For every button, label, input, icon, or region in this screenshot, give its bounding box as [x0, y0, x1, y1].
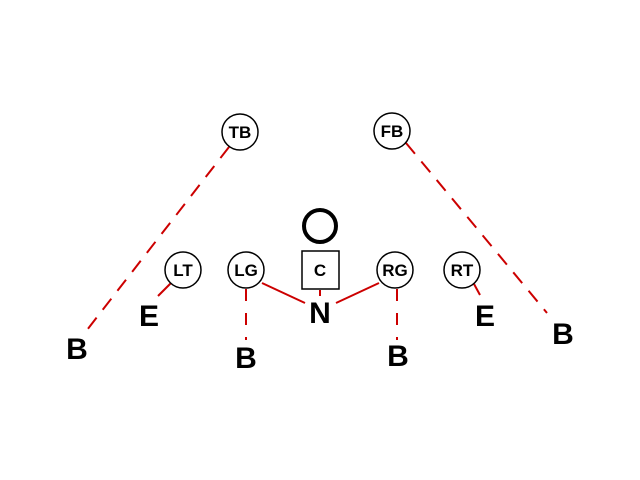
left-inside-back-label: B	[235, 342, 257, 375]
tb-to-left-back-line	[86, 146, 230, 331]
center-square	[301, 250, 340, 290]
lt-to-left-end-line	[157, 282, 172, 297]
right-tackle-label: RT	[451, 261, 474, 280]
fullback-player: FB	[373, 112, 411, 150]
right-tackle-player: RT	[443, 251, 481, 289]
right-outside-back-label: B	[552, 318, 574, 351]
right-tackle-circle	[443, 251, 481, 289]
fb-to-right-back-line	[405, 142, 548, 314]
nose-tackle-label: N	[309, 297, 331, 330]
right-inside-back-label: B	[387, 340, 409, 373]
left-end-label: E	[139, 300, 159, 333]
offense: C LT LG RG RT TB FB	[164, 112, 481, 290]
tailback-label: TB	[229, 123, 252, 142]
center-player: C	[301, 250, 340, 290]
left-guard-label: LG	[234, 261, 258, 280]
assignment-lines	[86, 142, 548, 340]
right-guard-label: RG	[382, 261, 408, 280]
defense: N E E B B B B	[66, 297, 574, 375]
tailback-circle	[221, 113, 259, 151]
rg-to-nose-line	[335, 282, 380, 304]
tailback-player: TB	[221, 113, 259, 151]
left-guard-circle	[227, 251, 265, 289]
right-guard-circle	[376, 251, 414, 289]
right-end-label: E	[475, 300, 495, 333]
left-tackle-circle	[164, 251, 202, 289]
quarterback-marker	[302, 208, 338, 244]
left-tackle-label: LT	[173, 261, 193, 280]
center-label: C	[314, 261, 326, 280]
left-outside-back-label: B	[66, 333, 88, 366]
fullback-label: FB	[381, 122, 404, 141]
right-guard-player: RG	[376, 251, 414, 289]
rt-to-right-end-line	[473, 283, 481, 296]
left-tackle-player: LT	[164, 251, 202, 289]
left-guard-player: LG	[227, 251, 265, 289]
fullback-circle	[373, 112, 411, 150]
lg-to-nose-line	[261, 282, 306, 304]
